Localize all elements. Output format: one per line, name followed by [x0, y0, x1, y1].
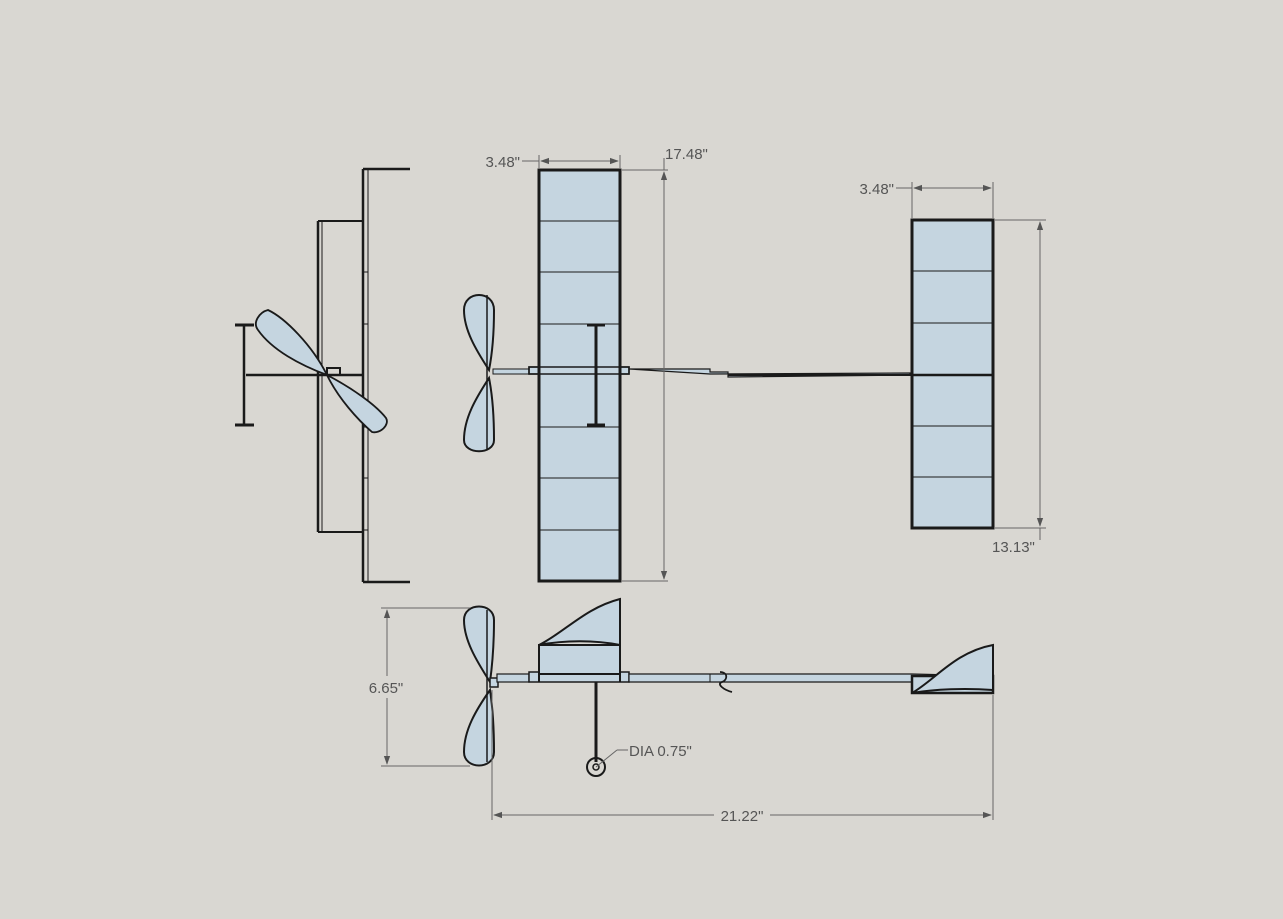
- side-wing-tip: [538, 597, 621, 647]
- front-prop-hub: [326, 367, 341, 376]
- dim-prop-diameter: 6.65": [369, 680, 404, 697]
- dim-wing-span: 17.48": [665, 146, 708, 163]
- front-prop-blade-upper: [255, 309, 329, 377]
- side-wheel: [586, 757, 606, 777]
- dim-overall-length: 21.22": [721, 808, 764, 825]
- top-prop-blade-upper: [462, 294, 496, 373]
- side-wing-pylon: [538, 644, 621, 675]
- side-prop-blade-lower: [462, 687, 496, 767]
- top-view: [462, 168, 995, 583]
- dim-stab-chord: 3.48": [859, 181, 894, 198]
- dimension-labels: 3.48" 17.48" 3.48" 13.13" 6.65" DIA 0.75…: [369, 146, 1035, 825]
- side-fuselage-nose: [496, 673, 530, 683]
- side-prop-blade-upper: [462, 605, 496, 685]
- side-view: [462, 597, 995, 777]
- side-rear-hook: [719, 671, 733, 693]
- dim-wheel-diameter: DIA 0.75": [629, 743, 692, 760]
- front-view: [235, 167, 410, 584]
- side-stab-tip: [911, 643, 994, 694]
- top-fuselage-nose: [492, 368, 530, 375]
- dim-wing-chord: 3.48": [485, 154, 520, 171]
- dim-stab-span: 13.13": [992, 539, 1035, 556]
- front-prop-blade-lower: [325, 372, 388, 434]
- top-prop-blade-lower: [462, 375, 496, 453]
- top-wing: [537, 168, 622, 583]
- dimension-lines: [381, 155, 1046, 820]
